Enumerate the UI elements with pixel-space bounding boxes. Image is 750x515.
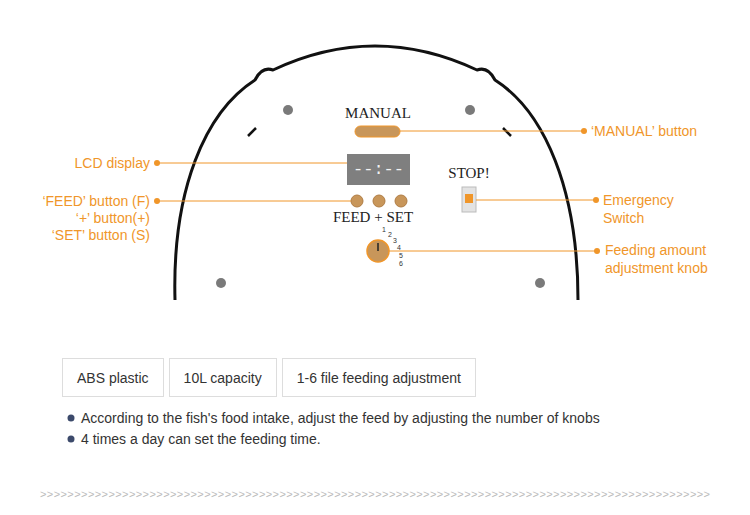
knob-pointer [377, 243, 379, 251]
spec-box: ABS plastic [62, 358, 164, 397]
knob-number: 3 [393, 237, 397, 245]
divider-chevrons: >>>>>>>>>>>>>>>>>>>>>>>>>>>>>>>>>>>>>>>>… [40, 485, 710, 503]
callout-label: ‘+’ button(+) [76, 209, 150, 227]
spec-box: 1-6 file feeding adjustment [282, 358, 476, 397]
callout-label: Feeding amount adjustment knob [605, 241, 730, 277]
knob-number: 2 [388, 231, 392, 239]
leader-lines [158, 131, 595, 251]
callout-label: ‘SET’ button (S) [52, 226, 150, 244]
knob-number: 6 [399, 260, 403, 268]
feeding-knob [367, 240, 389, 262]
emergency-switch [462, 187, 476, 212]
device-label: STOP! [448, 164, 489, 182]
bullet-note: According to the fish's food intake, adj… [81, 409, 600, 427]
knob-number: 4 [397, 244, 401, 252]
feeder-housing [175, 46, 578, 300]
lcd-display: --:-- [347, 154, 410, 185]
bullet-note: 4 times a day can set the feeding time. [81, 430, 321, 448]
spec-text: 10L capacity [184, 370, 262, 386]
device-label: MANUAL [345, 104, 411, 122]
lcd-digits: --:-- [353, 160, 404, 179]
feed-plus-set-buttons [351, 195, 407, 207]
callout-label: ‘MANUAL’ button [591, 122, 697, 140]
device-label: FEED + SET [333, 208, 413, 226]
callout-label: LCD display [75, 154, 150, 172]
knob-number: 1 [382, 226, 386, 234]
switch-lever [465, 194, 473, 203]
bullet-dots [68, 415, 75, 443]
callout-label: Emergency Switch [603, 191, 698, 227]
spec-box: 10L capacity [169, 358, 277, 397]
spec-text: 1-6 file feeding adjustment [297, 370, 461, 386]
manual-button [355, 126, 400, 137]
spec-text: ABS plastic [77, 370, 149, 386]
screw-dots [216, 105, 545, 288]
leader-dots [154, 128, 600, 254]
knob-number: 5 [399, 252, 403, 260]
callout-label: ‘FEED’ button (F) [42, 192, 150, 210]
